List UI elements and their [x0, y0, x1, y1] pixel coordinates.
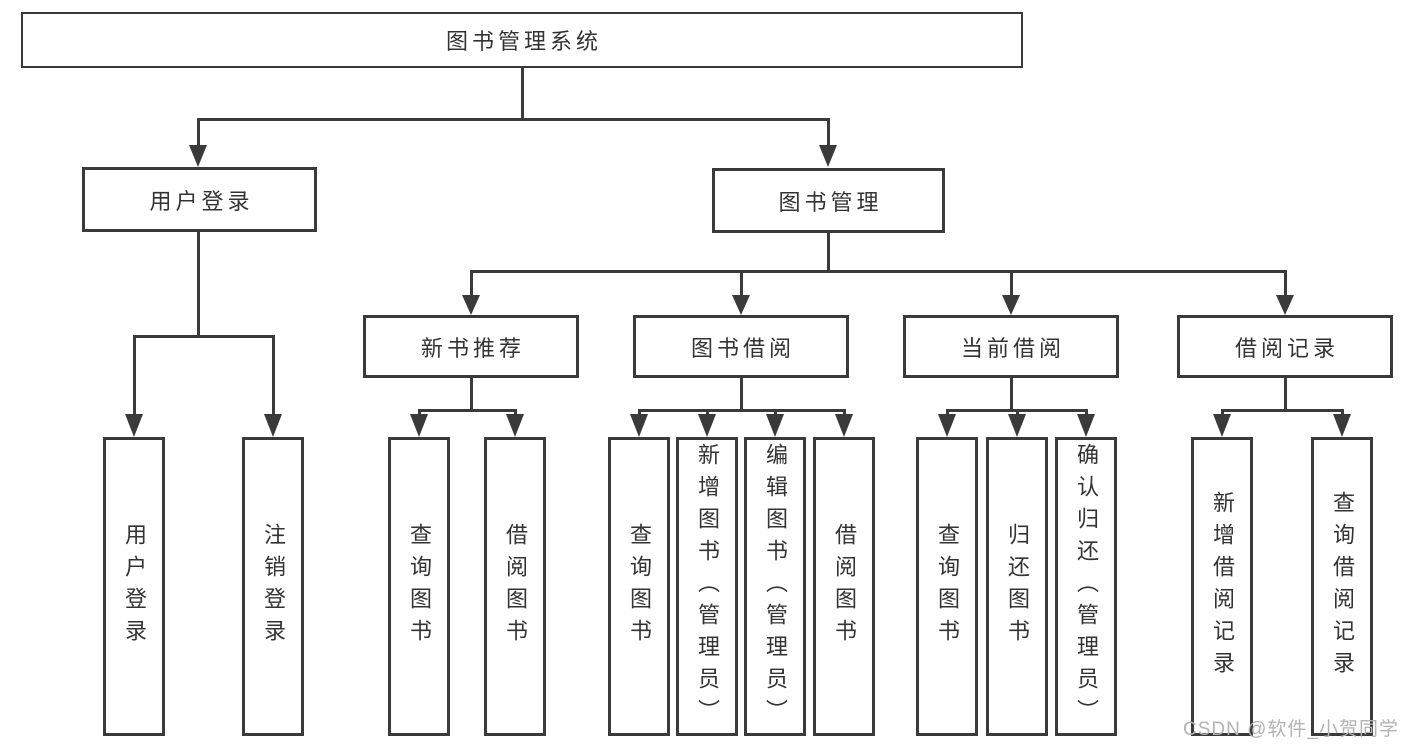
arrow-down-icon [189, 145, 207, 167]
connector-line [638, 409, 641, 416]
arrow-down-icon [835, 414, 853, 437]
connector-line [197, 118, 200, 147]
connector-line [133, 335, 136, 416]
connector-line [197, 232, 200, 338]
leaf-query-books-recommend: 查询图书 [388, 437, 450, 736]
arrow-down-icon [1276, 295, 1294, 315]
leaf-user-login: 用户登录 [103, 437, 165, 736]
node-library-system: 图书管理系统 [21, 12, 1023, 68]
connector-line [272, 335, 275, 416]
connector-line [843, 409, 846, 416]
node-current-borrowing: 当前借阅 [903, 315, 1119, 378]
connector-line [470, 378, 473, 412]
leaf-logout: 注销登录 [242, 437, 304, 736]
leaf-return-book: 归还图书 [986, 437, 1048, 736]
arrow-down-icon [264, 414, 282, 437]
connector-line [1284, 378, 1287, 412]
connector-line [418, 409, 517, 412]
connector-line [706, 409, 709, 416]
leaf-edit-book-admin: 编辑图书（管理员） [744, 437, 806, 736]
arrow-down-icon [506, 414, 524, 437]
arrow-down-icon [410, 414, 428, 437]
connector-line [418, 409, 421, 416]
connector-line [946, 409, 949, 416]
connector-line [827, 233, 830, 273]
arrow-down-icon [1333, 414, 1351, 437]
connector-line [514, 409, 517, 416]
csdn-watermark: CSDN @软件_小贺同学 [1183, 719, 1399, 740]
connector-line [1010, 270, 1013, 297]
connector-line [470, 270, 473, 297]
node-book-borrowing: 图书借阅 [633, 315, 849, 378]
node-borrowing-records: 借阅记录 [1177, 315, 1393, 378]
arrow-down-icon [819, 145, 837, 167]
connector-line [1341, 409, 1344, 416]
connector-line [1085, 409, 1088, 416]
connector-line [1284, 270, 1287, 297]
connector-line [638, 409, 846, 412]
connector-line [197, 118, 830, 121]
arrow-down-icon [1008, 414, 1026, 437]
arrow-down-icon [1002, 295, 1020, 315]
node-book-management: 图书管理 [712, 168, 945, 233]
leaf-add-book-admin: 新增图书（管理员） [676, 437, 738, 736]
arrow-down-icon [1077, 414, 1095, 437]
arrow-down-icon [1213, 414, 1231, 437]
node-new-book-recommend: 新书推荐 [363, 315, 579, 378]
connector-line [740, 378, 743, 412]
connector-line [774, 409, 777, 416]
arrow-down-icon [630, 414, 648, 437]
arrow-down-icon [766, 414, 784, 437]
arrow-down-icon [698, 414, 716, 437]
arrow-down-icon [938, 414, 956, 437]
connector-line [1010, 378, 1013, 412]
connector-line [1221, 409, 1344, 412]
leaf-query-books-current: 查询图书 [916, 437, 978, 736]
connector-line [521, 68, 524, 121]
connector-line [740, 270, 743, 297]
arrow-down-icon [732, 295, 750, 315]
arrow-down-icon [125, 414, 143, 437]
arrow-down-icon [462, 295, 480, 315]
leaf-add-borrow-record: 新增借阅记录 [1191, 437, 1253, 736]
connector-line [133, 335, 275, 338]
node-user-login: 用户登录 [82, 167, 317, 232]
leaf-borrow-books-recommend: 借阅图书 [484, 437, 546, 736]
connector-line [1221, 409, 1224, 416]
connector-line [1016, 409, 1019, 416]
leaf-borrow-books-borrowing: 借阅图书 [813, 437, 875, 736]
leaf-confirm-return-admin: 确认归还（管理员） [1055, 437, 1117, 736]
leaf-query-borrow-record: 查询借阅记录 [1311, 437, 1373, 736]
connector-line [470, 270, 1287, 273]
leaf-query-books-borrowing: 查询图书 [608, 437, 670, 736]
connector-line [827, 118, 830, 147]
